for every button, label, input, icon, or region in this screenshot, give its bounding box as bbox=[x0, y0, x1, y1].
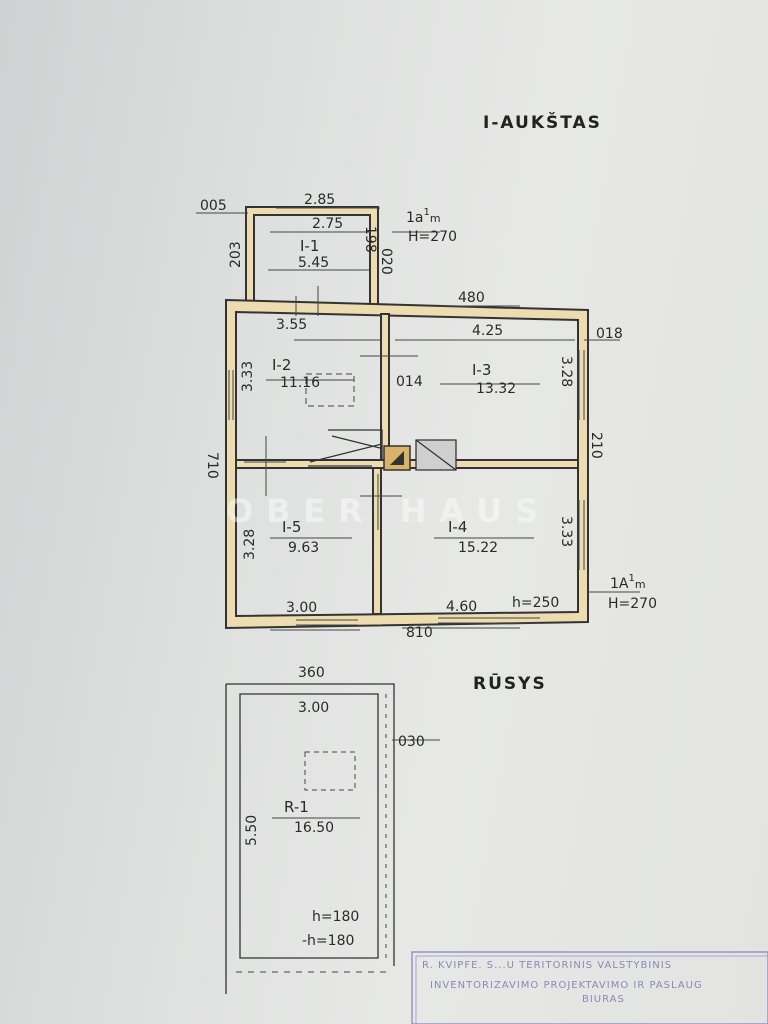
house-height: H=270 bbox=[608, 596, 657, 612]
room-code-i2: I-2 bbox=[272, 356, 291, 374]
room-area-i4: 15.22 bbox=[458, 540, 498, 556]
room-code-r1: R-1 bbox=[284, 798, 309, 816]
room-code-i1: I-1 bbox=[300, 237, 319, 255]
dim-005: 005 bbox=[200, 198, 227, 214]
dimension-lines bbox=[196, 207, 640, 819]
dim-480: 480 bbox=[458, 290, 485, 306]
height-annotations: 1a1m H=270 h=250 1A1m H=270 h=180 -h=180 bbox=[302, 207, 657, 949]
room-labels: I-1 5.45 I-2 11.16 I-3 13.32 I-4 15.22 I… bbox=[272, 237, 516, 836]
dim-300: 3.00 bbox=[286, 600, 317, 616]
dim-328b: 3.28 bbox=[242, 529, 258, 560]
basement-walls bbox=[225, 683, 395, 994]
dim-333b: 3.33 bbox=[558, 516, 574, 547]
room-code-i4: I-4 bbox=[448, 518, 467, 536]
dim-550: 5.50 bbox=[244, 815, 260, 846]
room-height: h=250 bbox=[512, 595, 559, 611]
dimension-labels: 005 2.85 2.75 203 198 020 480 3.55 4.25 … bbox=[200, 192, 623, 846]
dim-333: 3.33 bbox=[240, 361, 256, 392]
dim-328a: 3.28 bbox=[558, 356, 574, 387]
office-stamp: R. KVIPFE. S...U TERITORINIS VALSTYBINIS… bbox=[411, 951, 768, 1024]
porch-marker: 1a1m bbox=[406, 207, 441, 226]
room-area-i3: 13.32 bbox=[476, 381, 516, 397]
dim-460: 4.60 bbox=[446, 599, 477, 615]
basement-height: h=180 bbox=[312, 909, 359, 925]
room-area-r1: 16.50 bbox=[294, 820, 334, 836]
dim-285: 2.85 bbox=[304, 192, 335, 208]
dim-810: 810 bbox=[406, 625, 433, 641]
room-area-i1: 5.45 bbox=[298, 255, 329, 271]
stamp-line-1: R. KVIPFE. S...U TERITORINIS VALSTYBINIS bbox=[422, 960, 672, 971]
dim-355: 3.55 bbox=[276, 317, 307, 333]
dim-014: 014 bbox=[396, 374, 423, 390]
stamp-line-2: INVENTORIZAVIMO PROJEKTAVIMO IR PASLAUG bbox=[430, 980, 703, 991]
room-area-i2: 11.16 bbox=[280, 375, 320, 391]
dim-425: 4.25 bbox=[472, 323, 503, 339]
watermark: OBER HAUS bbox=[226, 492, 538, 530]
dim-210: 210 bbox=[588, 432, 604, 459]
watermark-text: OBER HAUS bbox=[226, 492, 538, 530]
porch-height: H=270 bbox=[408, 229, 457, 245]
stair-details bbox=[305, 373, 457, 471]
stamp-line-3: BIURAS bbox=[582, 994, 625, 1005]
dim-018: 018 bbox=[596, 326, 623, 342]
house-marker: 1A1m bbox=[610, 573, 646, 592]
basement-title: RŪSYS bbox=[473, 672, 547, 694]
dim-203: 203 bbox=[228, 241, 244, 268]
dim-020: 020 bbox=[378, 248, 394, 275]
dim-198: 198 bbox=[362, 226, 378, 253]
dim-030: 030 bbox=[398, 734, 425, 750]
floor-title: I-AUKŠTAS bbox=[483, 111, 602, 133]
dim-710: 710 bbox=[204, 452, 220, 479]
window-marks bbox=[228, 286, 585, 626]
dim-275: 2.75 bbox=[312, 216, 343, 232]
dim-300b: 3.00 bbox=[298, 700, 329, 716]
dim-360: 360 bbox=[298, 665, 325, 681]
room-code-i3: I-3 bbox=[472, 361, 491, 379]
room-code-i5: I-5 bbox=[282, 518, 301, 536]
basement-depth: -h=180 bbox=[302, 933, 354, 949]
room-area-i5: 9.63 bbox=[288, 540, 319, 556]
